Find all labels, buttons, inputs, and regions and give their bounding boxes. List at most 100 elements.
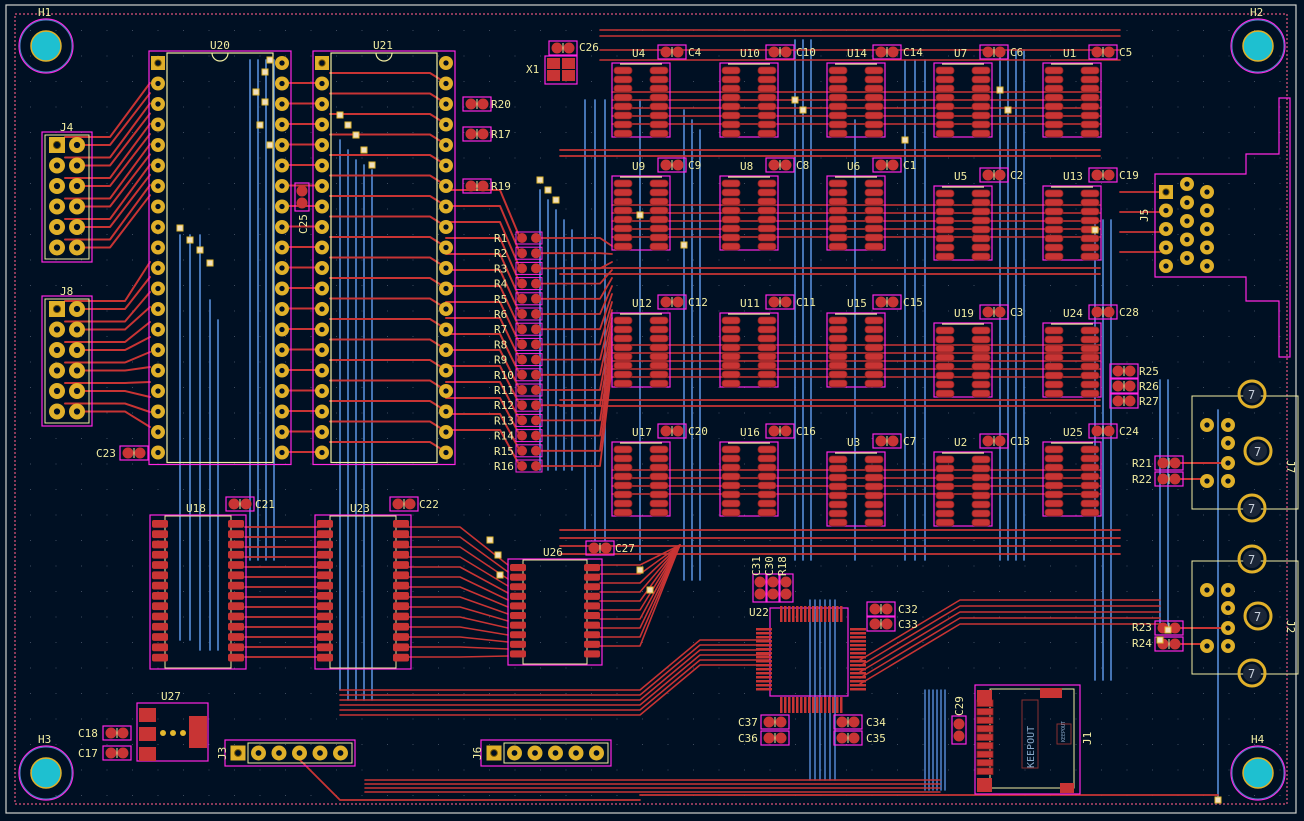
pad[interactable] xyxy=(649,361,669,370)
pad[interactable] xyxy=(820,697,823,713)
component-C3[interactable] xyxy=(979,304,1009,320)
pad[interactable] xyxy=(510,583,526,591)
pad[interactable] xyxy=(228,612,244,621)
pad[interactable] xyxy=(649,120,669,129)
pad[interactable] xyxy=(848,716,860,728)
pad[interactable] xyxy=(756,632,772,635)
pad[interactable] xyxy=(864,75,884,84)
pad[interactable] xyxy=(757,84,777,93)
pad[interactable] xyxy=(756,676,772,679)
pad[interactable] xyxy=(613,197,633,206)
pad[interactable] xyxy=(613,334,633,343)
pad[interactable] xyxy=(317,540,333,549)
pad[interactable] xyxy=(935,491,955,500)
component-C13[interactable] xyxy=(979,433,1009,449)
ic-U27[interactable] xyxy=(136,702,209,762)
pad[interactable] xyxy=(875,46,887,58)
pad[interactable] xyxy=(228,561,244,569)
pad[interactable] xyxy=(971,335,991,344)
pad[interactable] xyxy=(757,445,777,454)
pad[interactable] xyxy=(510,612,526,620)
pad[interactable] xyxy=(613,508,633,517)
pad[interactable] xyxy=(1091,46,1103,58)
pad[interactable] xyxy=(1044,389,1064,398)
connector-J3[interactable] xyxy=(224,739,356,767)
pad[interactable] xyxy=(756,628,772,631)
mounting-pad[interactable]: 7 xyxy=(1237,658,1267,688)
resistor-R8[interactable]: R8 xyxy=(494,337,543,351)
pad[interactable] xyxy=(1080,380,1100,389)
pad[interactable] xyxy=(887,46,899,58)
pad[interactable] xyxy=(649,188,669,197)
pad[interactable] xyxy=(971,353,991,362)
pad[interactable] xyxy=(953,718,965,730)
pad[interactable] xyxy=(808,697,811,713)
pad[interactable] xyxy=(613,120,633,129)
connector-J5[interactable] xyxy=(1154,97,1291,358)
component-C4[interactable] xyxy=(657,44,687,60)
pad[interactable] xyxy=(105,727,117,739)
pad[interactable] xyxy=(935,225,955,234)
connector-J2[interactable]: 777 xyxy=(1191,544,1299,688)
pad[interactable] xyxy=(971,362,991,371)
pad[interactable] xyxy=(613,129,633,138)
pad[interactable] xyxy=(613,352,633,361)
pad[interactable] xyxy=(976,725,994,733)
pad[interactable] xyxy=(935,84,955,93)
pad[interactable] xyxy=(393,520,409,528)
pad[interactable] xyxy=(517,461,527,471)
component-C8[interactable] xyxy=(765,157,795,173)
pad[interactable] xyxy=(768,425,780,437)
pad[interactable] xyxy=(672,159,684,171)
component-R18[interactable] xyxy=(778,573,794,603)
pad[interactable] xyxy=(767,576,779,588)
pad[interactable] xyxy=(1080,490,1100,499)
pad[interactable] xyxy=(828,606,831,622)
component-C28[interactable] xyxy=(1088,304,1118,320)
pad[interactable] xyxy=(721,445,741,454)
pad[interactable] xyxy=(935,362,955,371)
pad[interactable] xyxy=(531,293,541,304)
pad[interactable] xyxy=(465,180,477,192)
pad[interactable] xyxy=(1080,252,1100,261)
pad[interactable] xyxy=(531,369,541,380)
pad[interactable] xyxy=(828,111,848,120)
pad[interactable] xyxy=(531,461,541,471)
pad[interactable] xyxy=(756,680,772,683)
pad[interactable] xyxy=(756,664,772,667)
component-C22[interactable] xyxy=(389,496,419,512)
pad[interactable] xyxy=(850,656,866,659)
pad[interactable] xyxy=(1044,335,1064,344)
pad[interactable] xyxy=(780,425,792,437)
pad[interactable] xyxy=(510,640,526,648)
pad[interactable] xyxy=(531,400,541,411)
pad[interactable] xyxy=(881,603,893,615)
pad[interactable] xyxy=(517,415,527,426)
pad[interactable] xyxy=(531,385,541,395)
pad[interactable] xyxy=(971,216,991,225)
pad[interactable] xyxy=(864,352,884,361)
component-C11[interactable] xyxy=(765,294,795,310)
pad[interactable] xyxy=(828,66,848,75)
pad[interactable] xyxy=(757,111,777,120)
pad[interactable] xyxy=(517,278,527,289)
pad[interactable] xyxy=(757,129,777,138)
pad[interactable] xyxy=(1044,353,1064,362)
pad[interactable] xyxy=(864,361,884,370)
pad[interactable] xyxy=(864,482,884,491)
pad[interactable] xyxy=(757,379,777,388)
pad[interactable] xyxy=(228,581,244,590)
component-C15[interactable] xyxy=(872,294,902,310)
component-C34[interactable] xyxy=(833,714,863,730)
component-R26[interactable] xyxy=(1109,378,1139,394)
pad[interactable] xyxy=(649,206,669,215)
pad[interactable] xyxy=(672,425,684,437)
pad[interactable] xyxy=(763,716,775,728)
pad[interactable] xyxy=(971,518,991,527)
pad[interactable] xyxy=(393,550,409,559)
pad[interactable] xyxy=(1044,111,1064,120)
pad[interactable] xyxy=(531,233,541,243)
